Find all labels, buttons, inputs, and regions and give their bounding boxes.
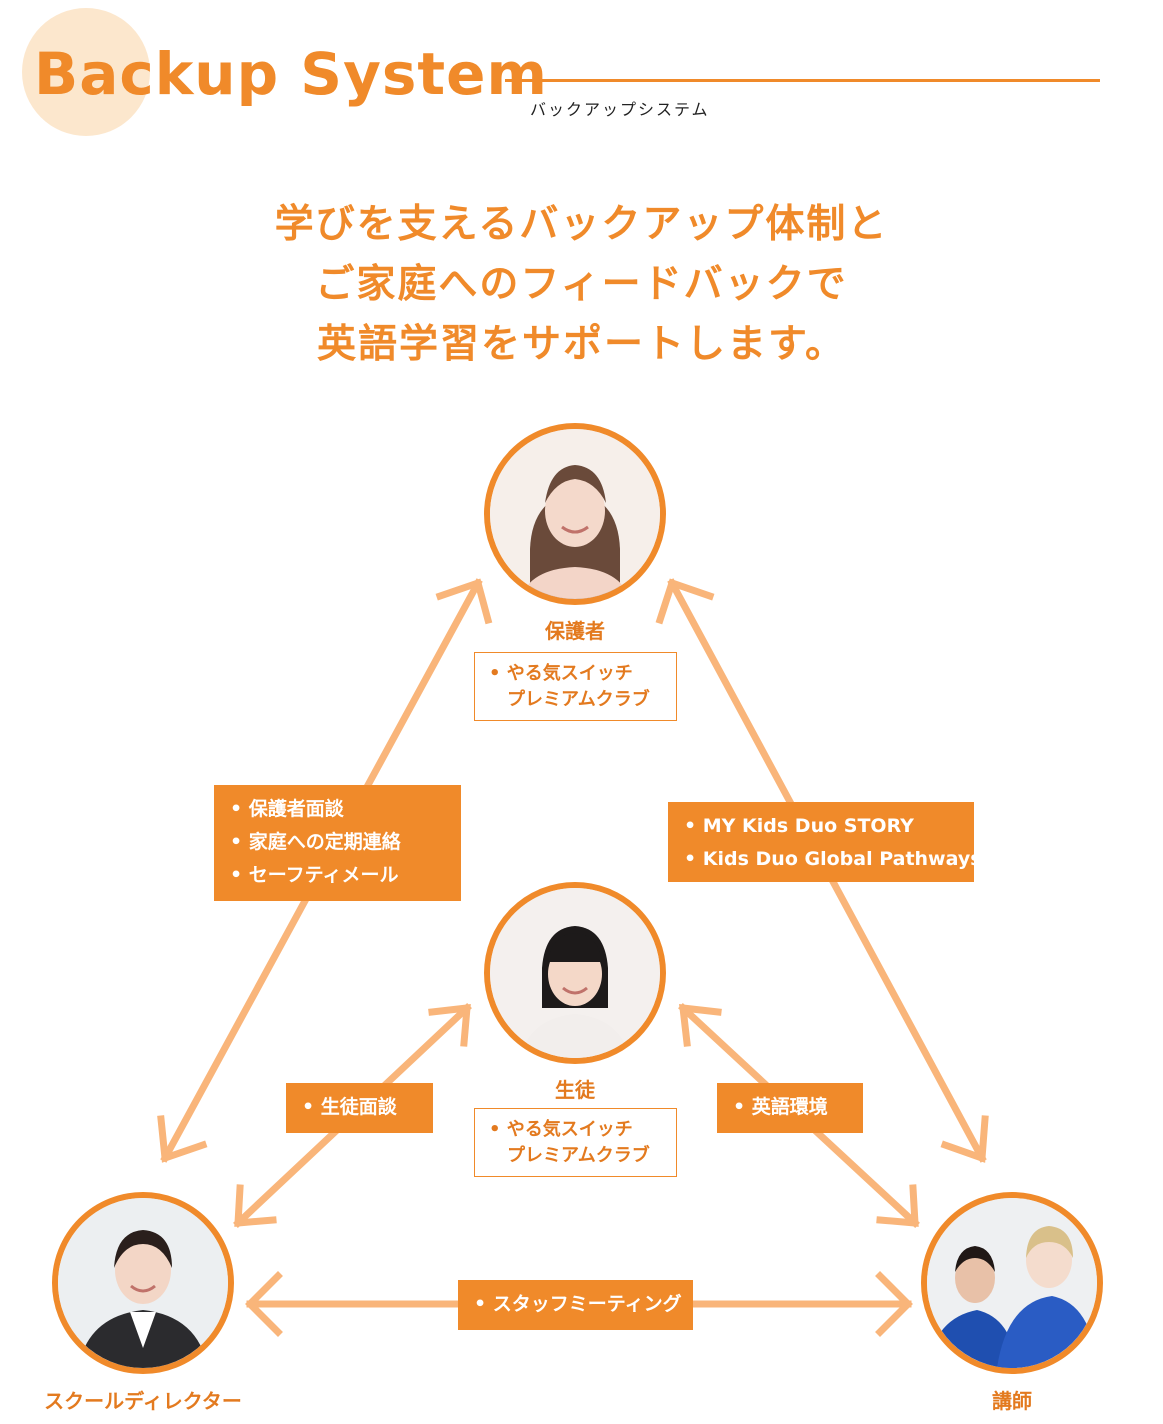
link-guardian-director: 保護者面談 家庭への定期連絡 セーフティメール (214, 785, 461, 901)
student-note-line-1: やる気スイッチ (489, 1117, 666, 1143)
link-guardian-teacher: MY Kids Duo STORY Kids Duo Global Pathwa… (668, 802, 982, 882)
director-label: スクールディレクター (44, 1389, 242, 1413)
headline-line-3: 英語学習をサポートします。 (316, 322, 847, 367)
arrowhead-director-right (234, 1184, 277, 1227)
guardian-note-line-1: やる気スイッチ (489, 661, 666, 687)
link-guardian-director-item-3: セーフティメール (230, 859, 445, 892)
director-photo (52, 1192, 234, 1374)
director-avatar-icon (58, 1198, 228, 1368)
logo-title: Backup System (34, 40, 548, 108)
link-director-teacher-item-1: スタッフミーティング (474, 1288, 682, 1321)
arrowhead-teacher-top (940, 1115, 989, 1163)
link-guardian-teacher-item-1: MY Kids Duo STORY (684, 810, 958, 843)
link-guardian-director-item-2: 家庭への定期連絡 (230, 826, 445, 859)
headline-line-1: 学びを支えるバックアップ体制と (274, 202, 889, 247)
guardian-avatar-icon (490, 429, 660, 599)
header-underline (505, 79, 1100, 82)
link-guardian-teacher-item-2: Kids Duo Global Pathways (684, 843, 982, 876)
arrowhead-student-right (679, 1004, 722, 1047)
arrowhead-student-left (428, 1004, 471, 1047)
link-student-director: 生徒面談 (286, 1083, 433, 1133)
link-student-teacher: 英語環境 (717, 1083, 863, 1133)
student-note: やる気スイッチ プレミアムクラブ (474, 1108, 677, 1177)
link-guardian-director-item-1: 保護者面談 (230, 793, 445, 826)
student-avatar-icon (490, 888, 660, 1058)
header-subtitle: バックアップシステム (530, 100, 710, 119)
guardian-photo (484, 423, 666, 605)
arrowhead-guardian-top (435, 578, 493, 625)
student-label: 生徒 (555, 1078, 595, 1102)
guardian-label: 保護者 (545, 619, 605, 643)
arrowhead-director-top (157, 1115, 208, 1163)
guardian-note: やる気スイッチ プレミアムクラブ (474, 652, 677, 721)
headline-line-2: ご家庭へのフィードバックで (315, 262, 848, 307)
arrowhead-guardian-right (655, 578, 715, 625)
header-decor-circle (22, 8, 150, 136)
link-student-director-item-1: 生徒面談 (302, 1091, 417, 1124)
teacher-label: 講師 (992, 1389, 1032, 1413)
link-student-teacher-item-1: 英語環境 (733, 1091, 847, 1124)
guardian-note-line-2: プレミアムクラブ (507, 689, 650, 710)
teacher-photo (921, 1192, 1103, 1374)
headline: 学びを支えるバックアップ体制と ご家庭へのフィードバックで 英語学習をサポートし… (0, 195, 1163, 375)
student-photo (484, 882, 666, 1064)
teacher-avatar-icon (927, 1198, 1097, 1368)
link-director-teacher: スタッフミーティング (458, 1280, 693, 1330)
arrowhead-teacher-bottom (875, 1271, 913, 1337)
student-note-line-2: プレミアムクラブ (507, 1145, 650, 1166)
arrowhead-teacher-left (876, 1184, 919, 1227)
arrowhead-director-bottom (245, 1271, 283, 1337)
